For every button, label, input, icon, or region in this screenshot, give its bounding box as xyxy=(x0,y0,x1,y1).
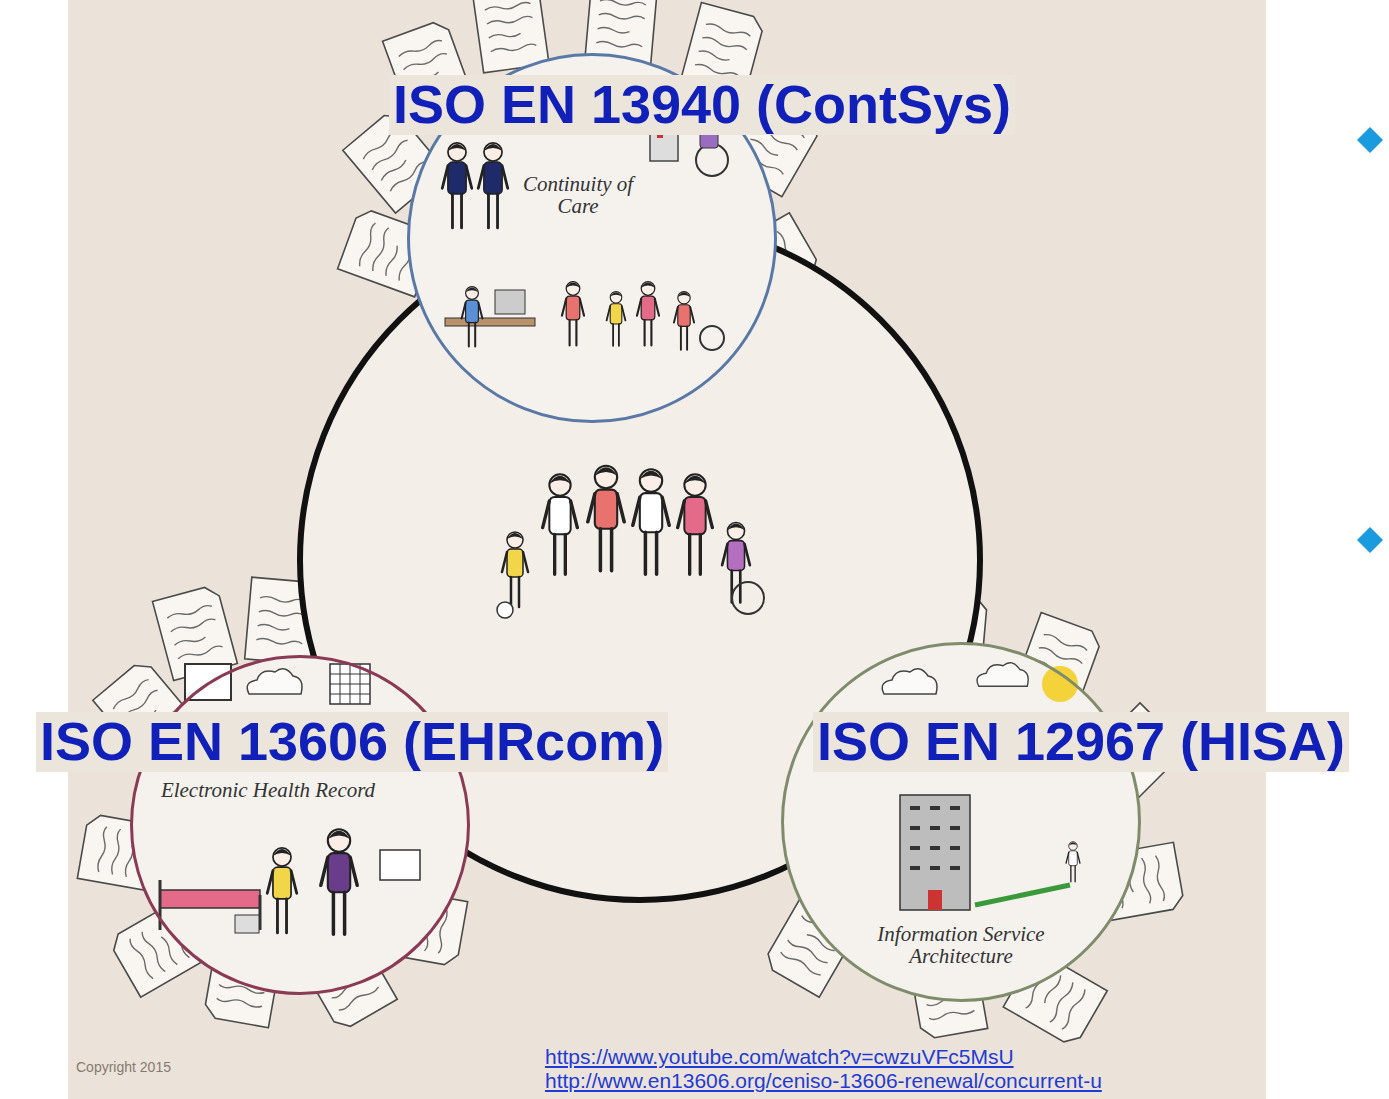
standard-title: ISO EN 13606 (EHRcom) xyxy=(36,712,668,771)
standard-title: ISO EN 13940 (ContSys) xyxy=(389,75,1015,134)
standard-title: ISO EN 12967 (HISA) xyxy=(813,712,1349,771)
video-link: https://www.youtube.com/watch?v=cwzuVFc5… xyxy=(545,1045,1014,1068)
people-group xyxy=(497,466,764,618)
paper-ground xyxy=(68,0,1266,1099)
document-sheets xyxy=(77,0,1186,1048)
care-scene xyxy=(442,122,728,350)
architecture-scene xyxy=(882,663,1080,910)
record-circle: ISO EN 13606 (EHRcom)Electronic Health R… xyxy=(130,655,470,995)
handwritten-caption: Information Service Architecture xyxy=(861,923,1061,967)
circle-fill xyxy=(783,644,1139,1000)
architecture-circle: ISO EN 12967 (HISA)Information Service A… xyxy=(781,642,1141,1002)
handwritten-caption: Electronic Health Record xyxy=(156,779,381,801)
bullet-diamonds xyxy=(1357,127,1383,553)
reference-link: http://www.en13606.org/ceniso-13606-rene… xyxy=(545,1069,1102,1092)
copyright-note: Copyright 2015 xyxy=(76,1060,171,1075)
handwritten-caption: Continuity of Care xyxy=(513,173,643,217)
circle-fill xyxy=(132,657,468,993)
care-circle: ISO EN 13940 (ContSys)Continuity of Care xyxy=(407,53,777,423)
